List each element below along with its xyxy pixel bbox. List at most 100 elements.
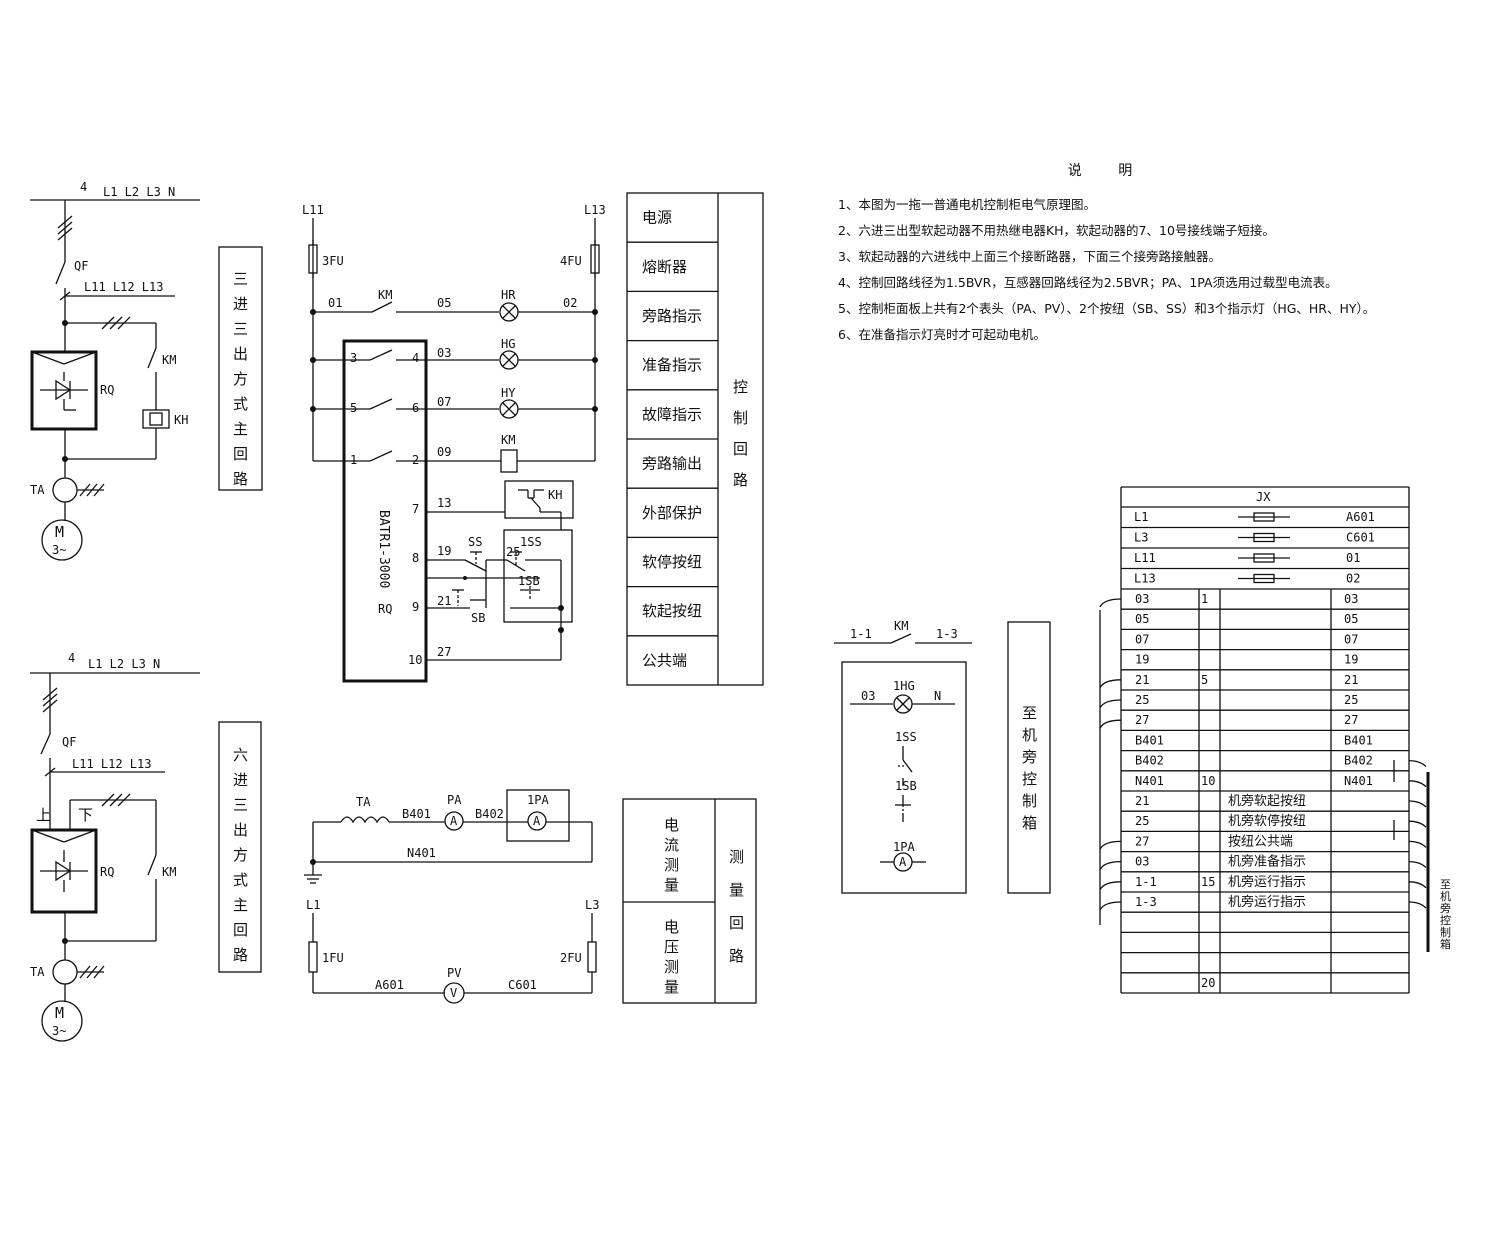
meas-title-char: 回 [729,914,744,932]
jx-cell-right: 05 [1344,612,1358,626]
t5: 5 [350,401,357,415]
box2-title-char: 回 [233,921,248,939]
c601-meas: C601 [508,978,537,992]
down-label: 下 [78,806,93,824]
sb1-side: 1SB [895,779,917,793]
box2-title-char: 路 [233,946,248,964]
jx-cell-left: 03 [1135,855,1149,869]
jx-cell-desc: 机旁软起按纽 [1228,793,1306,809]
a601-meas: A601 [375,978,404,992]
side-title-char: 机 [1022,726,1037,744]
fu3-label: 3FU [322,254,344,268]
meas-title-char: 量 [729,881,744,899]
measurement-circuit: TA B401 PA A B402 1PA A N401 L1 L3 1FU 2… [304,789,599,1004]
l3-meas: L3 [585,898,599,912]
meas-current-char: 测 [664,856,679,874]
ctrl-label: 准备指示 [642,356,702,374]
motor-3: 3~ [52,543,66,557]
jx-cell-right: B401 [1344,733,1373,747]
jx-cell-left: 1-1 [1135,875,1157,889]
ta-label: TA [30,483,45,497]
fu2-meas: 2FU [560,951,582,965]
jx-fuse-right: C601 [1346,531,1375,545]
softstarter-box [342,339,428,683]
jx-row: 20 [1201,976,1215,990]
meas-current-char: 流 [664,836,679,854]
bus-num: 4 [80,180,87,194]
pa-a: A [450,814,458,828]
fu4-label: 4FU [560,254,582,268]
side-title-char: 至 [1022,704,1037,722]
km-side: KM [894,619,908,633]
km-label: KM [162,353,176,367]
jx-fuse-right: 02 [1346,572,1360,586]
meas-voltage-char: 压 [664,938,679,956]
l13-label: L13 [584,203,606,217]
bus-label: L1 L2 L3 N [88,657,160,671]
ctrl-label: 软停按纽 [642,553,702,571]
box1-title-char: 路 [233,470,248,488]
l1-meas: L1 [306,898,320,912]
control-circuit: L11 L13 3FU 4FU 01 KM 05 HR 02 3 4 03 HG… [302,203,606,683]
t1: 1 [350,453,357,467]
jx-title: JX [1256,490,1271,504]
box2-title-char: 式 [233,871,248,889]
km-contact: KM [378,288,392,302]
jx-fuse-right: A601 [1346,510,1375,524]
jx-cell-desc: 机旁准备指示 [1228,854,1306,870]
device-name: BATR1-3000 [376,510,391,588]
jx-cell-left: 25 [1135,814,1149,828]
side-title-char: 制 [1022,792,1037,810]
note-line-1: 1、本图为一拖一普通电机控制柜电气原理图。 [838,197,1096,212]
jx-right-label-char: 旁 [1440,901,1451,915]
jx-cell-right: 19 [1344,653,1358,667]
note-line-4: 4、控制回路线径为1.5BVR，互感器回路线径为2.5BVR；PA、1PA须选用… [838,275,1338,290]
notes-title: 说 明 [1067,163,1149,179]
ss1-side: 1SS [895,730,917,744]
jx-cell-left: 19 [1135,653,1149,667]
ta-label: TA [30,965,45,979]
n401-meas: N401 [407,846,436,860]
box1-title-char: 出 [233,345,248,363]
n11: 1-1 [850,627,872,641]
jx-cell-right: N401 [1344,774,1373,788]
ctrl-title-char: 路 [733,471,748,489]
ctrl-label: 熔断器 [642,258,687,276]
meas-title-char: 路 [729,947,744,965]
w01: 01 [328,296,342,310]
box2-title-char: 三 [233,796,248,814]
ctrl-label: 电源 [642,209,672,227]
t9: 9 [412,600,419,614]
t8: 8 [412,551,419,565]
l-lines-label: L11 L12 L13 [84,280,163,294]
w19: 19 [437,544,451,558]
jx-cell-left: 1-3 [1135,895,1157,909]
meas-current-char: 电 [664,816,679,834]
box2-title-char: 方 [233,846,248,864]
rq-ctrl: RQ [378,602,392,616]
side-title-char: 箱 [1022,814,1037,832]
jx-right-label-char: 控 [1440,913,1451,927]
qf-label: QF [62,735,76,749]
box1-title-char: 方 [233,370,248,388]
box1-title-char: 回 [233,445,248,463]
jx-right-label-char: 制 [1440,926,1451,939]
jx-cell-left: 21 [1135,673,1149,687]
qf-label: QF [74,259,88,273]
t7: 7 [412,502,419,516]
ctrl-label: 外部保护 [642,504,702,522]
km-coil: KM [501,433,515,447]
bus-num: 4 [68,651,75,665]
notes-block: 说 明 1、本图为一拖一普通电机控制柜电气原理图。 2、六进三出型软起动器不用热… [838,160,1478,348]
ctrl-title-char: 制 [733,409,748,427]
jx-cell-num: 20 [1201,976,1215,990]
